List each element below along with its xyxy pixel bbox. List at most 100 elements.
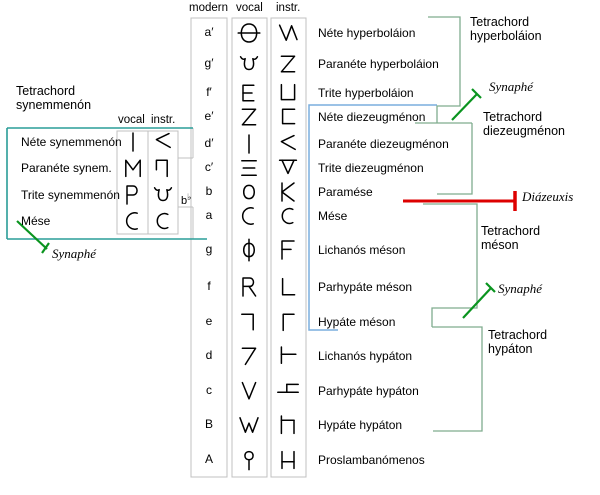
synaphe-slash-upper [451, 93, 478, 121]
synaphe-tick-upper [471, 88, 482, 99]
note-name-label: Lichanós hypáton [318, 349, 413, 363]
modern-note-letter: f′ [206, 85, 212, 99]
b-flat-letter: b [181, 195, 188, 207]
modern-note-letter: a [205, 208, 213, 222]
modern-column-box [190, 17, 228, 478]
vocal-symbol-corner-topright-icon [237, 310, 261, 334]
bracket-diezeugmenon [437, 123, 473, 195]
tetrachord-line1: Tetrachord [483, 110, 543, 124]
left-heading-line1: Tetrachord [16, 84, 76, 98]
left-instr-symbol-lunate-c-round-icon [151, 209, 175, 233]
bracket-hypaton [432, 326, 483, 432]
note-name-label: Trite hyperboláion [318, 86, 414, 100]
modern-note-letter: d′ [204, 136, 214, 150]
central-octave-frame [308, 104, 437, 331]
modern-note-letter: c [206, 383, 212, 397]
vocal-symbol-rho-leg-icon [237, 275, 261, 299]
vocal-symbol-xi-bars-icon [237, 156, 261, 180]
left-vocal-symbol-em-icon [121, 156, 145, 180]
note-name-label: Néte diezeugménon [318, 110, 426, 124]
tetrachord-line1: Tetrachord [470, 15, 530, 29]
tetrachord-diezeugmenon-label: Tetrachord diezeugménon [483, 110, 565, 138]
modern-note-letter: b [205, 184, 213, 198]
note-name-label: Hypáte hypáton [318, 418, 403, 432]
left-heading-line2: synemmenón [16, 97, 92, 112]
vocal-symbol-u-curl-icon [237, 52, 261, 76]
tetrachord-line2: méson [481, 238, 519, 252]
modern-note-letter: g [205, 242, 213, 256]
instr-symbol-vee-topbar-icon [276, 156, 300, 180]
note-name-label: Parhypáte hypáton [318, 384, 419, 398]
synaphe-tick-lower [485, 282, 496, 293]
note-name-label: Paranéte hyperboláion [318, 57, 439, 71]
instr-column-box [270, 17, 307, 478]
left-tetrachord-heading: Tetrachord synemmenón [16, 84, 92, 112]
instr-symbol-eta-step-icon [276, 413, 300, 437]
instr-symbol-step-bars-icon [276, 379, 300, 403]
diazeuxis-label: Diázeuxis [522, 189, 574, 204]
note-name-label: Paramése [318, 185, 373, 199]
synemmenon-note-label: Mése [21, 214, 51, 228]
left-column-header-vocal: vocal [118, 114, 145, 126]
modern-note-letter: f [207, 279, 211, 293]
instr-symbol-u-square-icon [276, 81, 300, 105]
vocal-symbol-double-vee-icon [237, 413, 261, 437]
left-vocal-symbol-lunate-c-icon [121, 209, 145, 233]
tetrachord-line2: hyperboláion [470, 29, 542, 43]
tetrachord-hyperbolaion-label: Tetrachord hyperboláion [470, 15, 542, 43]
vocal-symbol-vee-icon [237, 379, 261, 403]
modern-note-letter: c′ [204, 160, 214, 174]
instr-symbol-eta-icon [276, 448, 300, 472]
instr-symbol-zigzag-icon [276, 21, 300, 45]
vocal-symbol-seven-icon [237, 344, 261, 368]
tetrachord-line2: diezeugménon [483, 124, 566, 138]
modern-note-letter: B [204, 417, 213, 431]
modern-note-letter: g′ [204, 56, 214, 70]
instr-symbol-gamma-icon [276, 310, 300, 334]
note-name-label: Lichanós méson [318, 243, 406, 257]
vocal-symbol-theta-bar-icon [237, 21, 261, 45]
vocal-column-box [231, 17, 268, 478]
instr-symbol-digamma-f-icon [276, 238, 300, 262]
instr-symbol-tack-right-icon [276, 344, 300, 368]
vocal-symbol-vertical-bar-icon [237, 132, 261, 156]
left-instr-symbol-angle-left-icon [151, 130, 175, 154]
modern-note-letter: d [205, 348, 213, 362]
note-name-label: Paranéte diezeugménon [318, 137, 449, 151]
synemmenon-note-label: Paranéte synem. [21, 161, 112, 175]
note-name-label: Hypáte méson [318, 315, 396, 329]
synaphe-slash-left [16, 220, 48, 250]
synaphe-slash-lower [462, 287, 492, 319]
instr-symbol-lunate-c-round-icon [276, 204, 300, 228]
vocal-symbol-phi-icon [237, 238, 261, 262]
synaphe-label-lower: Synaphé [498, 281, 543, 296]
instr-symbol-el-icon [276, 275, 300, 299]
modern-note-letter: e′ [204, 109, 214, 123]
column-header-modern: modern [189, 2, 228, 14]
synaphe-tick-left [41, 242, 50, 254]
left-vocal-symbol-vertical-bar-icon [121, 130, 145, 154]
instr-symbol-c-square-icon [276, 105, 300, 129]
modern-note-letter: e [205, 314, 213, 328]
tetrachord-meson-label: Tetrachord méson [481, 224, 540, 252]
modern-note-letter: A [204, 452, 213, 466]
synaphe-label-left: Synaphé [52, 246, 97, 261]
note-name-label: Trite diezeugménon [318, 161, 424, 175]
synaphe-label-upper: Synaphé [489, 79, 534, 94]
instr-symbol-zeta-square-icon [276, 52, 300, 76]
left-instr-symbol-u-curl-icon [151, 183, 175, 207]
left-vocal-symbol-rho-open-icon [121, 183, 145, 207]
note-name-label: Mése [318, 209, 348, 223]
bracket-hyperbolaion [428, 16, 461, 123]
vocal-symbol-epsilon-square-icon [237, 81, 261, 105]
note-name-label: Parhypáte méson [318, 280, 413, 294]
note-name-label: Proslambanómenos [318, 453, 425, 467]
vocal-symbol-zeta-square-icon [237, 105, 261, 129]
vocal-symbol-omicron-icon [237, 180, 261, 204]
note-name-label: Néte hyperboláion [318, 26, 416, 40]
b-flat-note: b♭ [181, 192, 191, 207]
instr-symbol-kappa-icon [276, 180, 300, 204]
bracket-meson [423, 203, 478, 327]
